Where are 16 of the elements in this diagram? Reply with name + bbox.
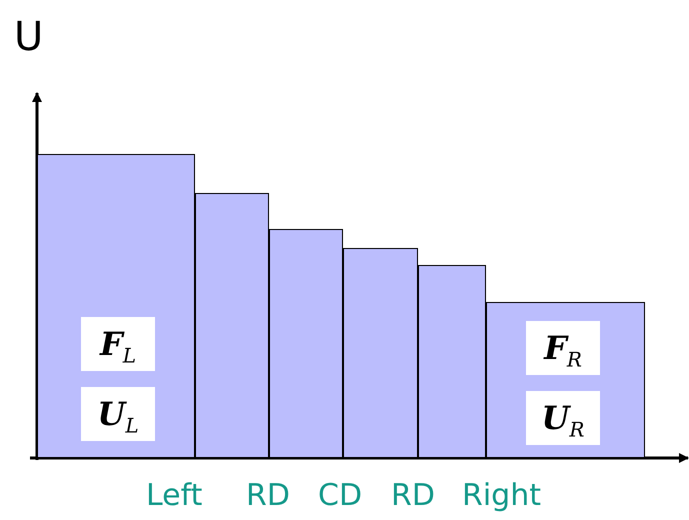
region-label: RD [391,478,435,513]
state-bar [269,229,343,458]
axis-label: U [14,14,44,60]
region-label: Left [146,478,202,513]
state-bar [343,248,418,458]
math-symbol: U$_{L}$ [81,387,155,441]
state-bar [195,193,269,458]
math-symbol: F$_{R}$ [526,321,600,375]
region-label: RD [246,478,290,513]
math-symbol: F$_{L}$ [81,317,155,371]
state-bar [418,265,486,458]
state-bar [486,302,645,458]
region-label: CD [318,478,362,513]
math-symbol: U$_{R}$ [526,391,600,445]
region-label: Right [462,478,541,513]
state-bar [37,154,195,458]
